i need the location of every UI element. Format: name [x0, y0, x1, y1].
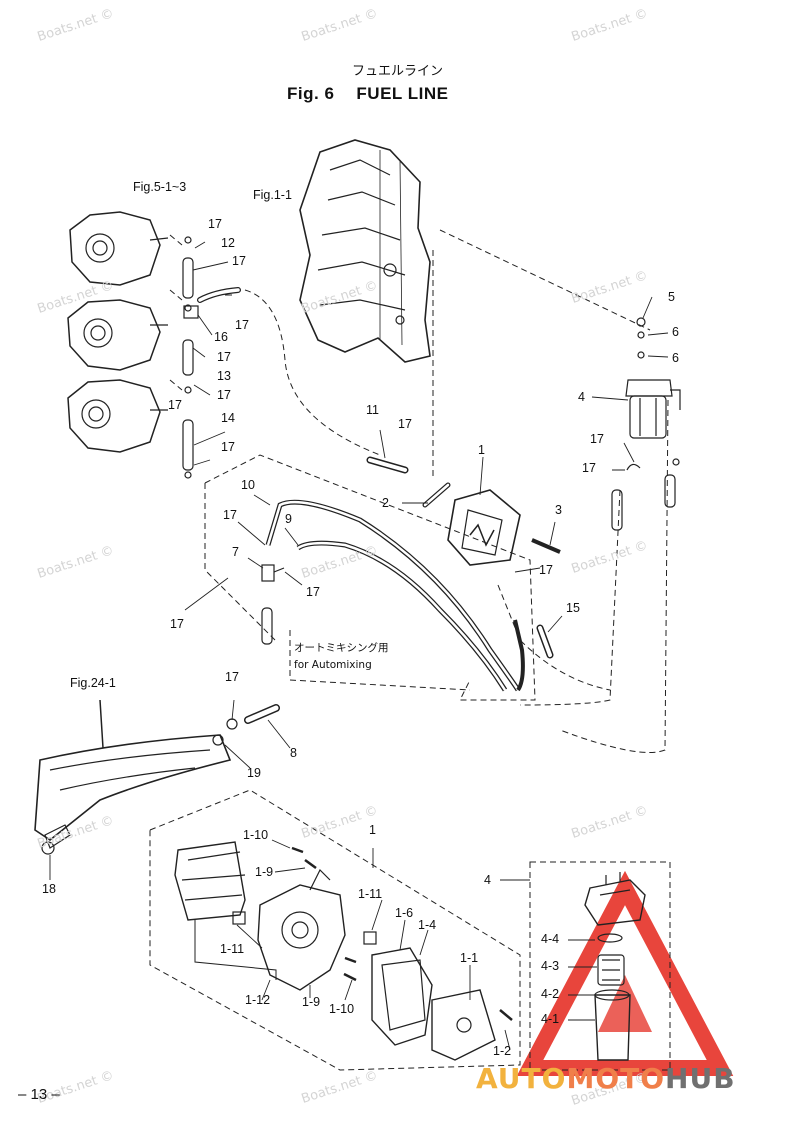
- filter-hoses: [611, 458, 680, 531]
- part-label: 15: [566, 601, 580, 615]
- part-label: 9: [285, 512, 292, 526]
- part-label: 10: [241, 478, 255, 492]
- part-label: 1-1: [460, 951, 479, 965]
- part-label: 17: [582, 461, 596, 475]
- part-label: 6: [672, 351, 679, 365]
- fuel-filter: [625, 317, 681, 439]
- pump-exploded: [174, 841, 513, 1061]
- part-label: 17: [306, 585, 320, 599]
- part-label: 16: [214, 330, 228, 344]
- page-number: – 13 –: [18, 1086, 60, 1103]
- ref-fig5: Fig.5-1~3: [133, 180, 187, 194]
- fig-label: Fig. 6: [287, 84, 335, 103]
- part-label: 4: [578, 390, 585, 404]
- long-hoses: [265, 456, 554, 692]
- part-label: 3: [555, 503, 562, 517]
- carb-hoses: [182, 236, 241, 479]
- fig-title: FUEL LINE: [356, 84, 449, 103]
- logo-triangle-icon: [516, 870, 734, 1076]
- part-label: 17: [168, 398, 182, 412]
- engine-block: [299, 139, 431, 363]
- part-label: 4-4: [541, 932, 560, 946]
- hose-8: [212, 704, 280, 746]
- filter-exploded: [584, 872, 646, 1061]
- part-label: 17: [217, 388, 231, 402]
- part-label: 8: [290, 746, 297, 760]
- part-label: 13: [217, 369, 231, 383]
- part-label: 1: [478, 443, 485, 457]
- automixing-note: オートミキシング用 for Automixing: [294, 640, 389, 674]
- part-label: 17: [170, 617, 184, 631]
- part-label: 1: [369, 823, 376, 837]
- part-label: 4: [484, 873, 491, 887]
- part-label: 4-2: [541, 987, 560, 1001]
- carburetor-stack: [67, 211, 169, 453]
- part-label: 2: [382, 496, 389, 510]
- part-label: 17: [235, 318, 249, 332]
- part-label: 19: [247, 766, 261, 780]
- part-label: 7: [232, 545, 239, 559]
- ref-fig1: Fig.1-1: [253, 188, 292, 202]
- note-en: for Automixing: [294, 659, 372, 671]
- part-label: 17: [208, 217, 222, 231]
- joint-7: [261, 564, 285, 645]
- leader-lines: [149, 229, 671, 1071]
- part-label: 5: [668, 290, 675, 304]
- part-label: 11: [366, 403, 379, 417]
- fuel-pump: [422, 482, 561, 566]
- part-label: 17: [217, 350, 231, 364]
- title-japanese: フュエルライン: [352, 64, 444, 79]
- brand-logo: AUTOMOTOHUB: [476, 1062, 736, 1095]
- part-label: 4-1: [541, 1012, 560, 1026]
- part-label: 17: [398, 417, 412, 431]
- label-leaders: [49, 241, 669, 1051]
- part-label: 1-9: [302, 995, 321, 1009]
- ref-fig24: Fig.24-1: [70, 676, 116, 690]
- part-label: 6: [672, 325, 679, 339]
- part-label: 1-4: [418, 918, 437, 932]
- part-label: 1-12: [245, 993, 271, 1007]
- part-label: 17: [590, 432, 604, 446]
- part-label: 1-6: [395, 906, 414, 920]
- part-label: 17: [225, 670, 239, 684]
- part-label: 17: [223, 508, 237, 522]
- part-label: 1-9: [255, 865, 274, 879]
- page-title: Fig. 6 FUEL LINE: [287, 84, 448, 104]
- part-label: 1-10: [243, 828, 269, 842]
- part-label: 17: [539, 563, 553, 577]
- part-label: 17: [232, 254, 246, 268]
- part-label: 1-11: [220, 942, 245, 956]
- part-label: 17: [221, 440, 235, 454]
- part-label: 1-11: [358, 887, 383, 901]
- part-label: 14: [221, 411, 235, 425]
- part-label: 18: [42, 882, 56, 896]
- part-label: 4-3: [541, 959, 560, 973]
- part-label: 1-10: [329, 1002, 355, 1016]
- note-jp: オートミキシング用: [294, 642, 389, 654]
- part-label: 12: [221, 236, 235, 250]
- lower-unit: [34, 699, 232, 855]
- part-label: 1-2: [493, 1044, 512, 1058]
